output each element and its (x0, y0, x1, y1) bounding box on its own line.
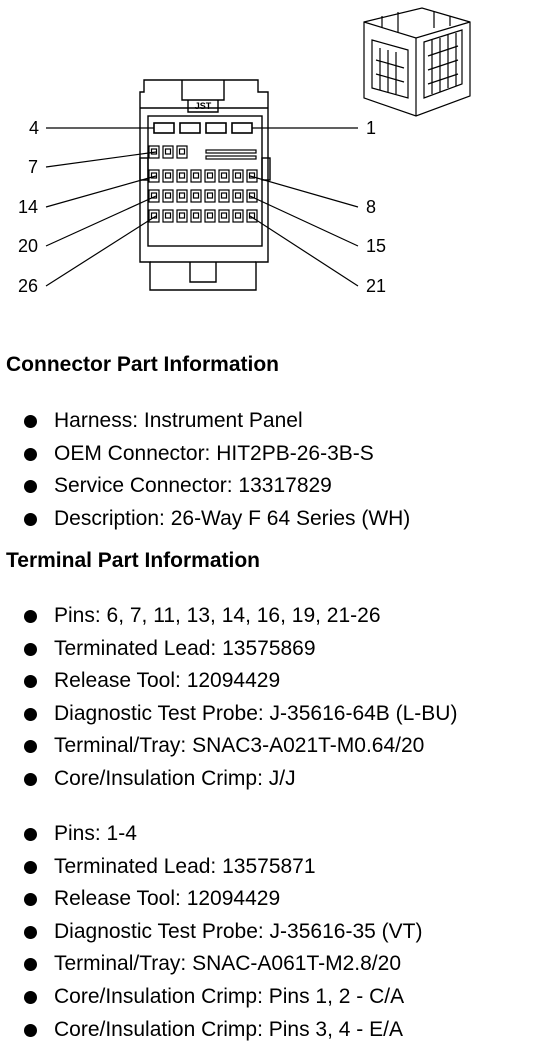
connector-id-text: JST (195, 101, 212, 111)
terminal-contact (150, 212, 158, 219)
terminal-cavity (232, 189, 244, 203)
terminal-contact (164, 192, 172, 199)
list-item: OEM Connector: HIT2PB-26-3B-S (0, 438, 410, 471)
terminal-contact (206, 192, 214, 199)
pin-label-26: 26 (18, 276, 38, 296)
terminal-cavity (176, 145, 188, 159)
terminal-cavity (218, 169, 230, 183)
terminal-contact (164, 148, 172, 155)
list-item: Terminated Lead: 13575869 (0, 633, 457, 666)
list-item: Diagnostic Test Probe: J-35616-35 (VT) (0, 916, 422, 949)
pin-label-7: 7 (28, 157, 38, 177)
terminal-cavity (218, 189, 230, 203)
terminal-cavity (232, 209, 244, 223)
pin-label-1: 1 (366, 118, 376, 138)
terminal-contact (178, 148, 186, 155)
list-item: Core/Insulation Crimp: J/J (0, 763, 457, 796)
cavity-pin-4 (153, 122, 175, 134)
terminal-info-list-2: Pins: 1-4 Terminated Lead: 13575871 Rele… (0, 818, 422, 1046)
connector-info-list: Harness: Instrument Panel OEM Connector:… (0, 405, 410, 535)
terminal-contact (234, 192, 242, 199)
terminal-cavity (190, 189, 202, 203)
pin-label-21: 21 (366, 276, 386, 296)
cavity-pin-3 (179, 122, 201, 134)
terminal-cavity (148, 209, 160, 223)
terminal-info-list-1: Pins: 6, 7, 11, 13, 14, 16, 19, 21-26 Te… (0, 600, 457, 796)
terminal-contact (234, 212, 242, 219)
terminal-contact (164, 172, 172, 179)
terminal-contact (164, 212, 172, 219)
terminal-cavity (162, 169, 174, 183)
terminal-cavity (218, 209, 230, 223)
terminal-cavity (176, 209, 188, 223)
cavity-pin-1 (231, 122, 253, 134)
terminal-section-title: Terminal Part Information (6, 549, 260, 572)
pin-label-8: 8 (366, 197, 376, 217)
cavity-pin-2 (205, 122, 227, 134)
list-item: Terminal/Tray: SNAC-A061T-M2.8/20 (0, 948, 422, 981)
terminal-cavity (162, 189, 174, 203)
cavity-slot (205, 155, 257, 160)
terminal-contact (150, 172, 158, 179)
list-item: Terminal/Tray: SNAC3-A021T-M0.64/20 (0, 730, 457, 763)
terminal-contact (248, 192, 256, 199)
terminal-contact (192, 212, 200, 219)
list-item: Core/Insulation Crimp: Pins 1, 2 - C/A (0, 981, 422, 1014)
list-item: Release Tool: 12094429 (0, 665, 457, 698)
terminal-contact (192, 172, 200, 179)
pin-label-14: 14 (18, 197, 38, 217)
terminal-contact (248, 172, 256, 179)
cavity-slot (205, 149, 257, 154)
terminal-cavity (148, 145, 160, 159)
terminal-cavity (190, 169, 202, 183)
terminal-contact (178, 192, 186, 199)
terminal-cavity (162, 209, 174, 223)
terminal-cavity (176, 169, 188, 183)
terminal-cavity (176, 189, 188, 203)
terminal-contact (220, 172, 228, 179)
terminal-contact (206, 212, 214, 219)
pin-label-20: 20 (18, 236, 38, 256)
connector-face-diagram: JST 4 7 14 20 26 1 8 15 21 (18, 7, 471, 296)
terminal-cavity (246, 169, 258, 183)
terminal-contact (192, 192, 200, 199)
terminal-cavity (148, 189, 160, 203)
pin-label-4: 4 (29, 118, 39, 138)
list-item: Service Connector: 13317829 (0, 470, 410, 503)
terminal-contact (150, 148, 158, 155)
list-item: Description: 26-Way F 64 Series (WH) (0, 503, 410, 536)
terminal-contact (234, 172, 242, 179)
pin-label-15: 15 (366, 236, 386, 256)
terminal-contact (178, 172, 186, 179)
terminal-contact (220, 192, 228, 199)
terminal-cavity (232, 169, 244, 183)
list-item: Pins: 6, 7, 11, 13, 14, 16, 19, 21-26 (0, 600, 457, 633)
terminal-contact (206, 172, 214, 179)
list-item: Release Tool: 12094429 (0, 883, 422, 916)
terminal-cavity (148, 169, 160, 183)
connector-thumbnail (363, 7, 471, 117)
terminal-contact (150, 192, 158, 199)
list-item: Core/Insulation Crimp: Pins 3, 4 - E/A (0, 1014, 422, 1047)
list-item: Pins: 1-4 (0, 818, 422, 851)
terminal-cavity (162, 145, 174, 159)
connector-section-title: Connector Part Information (6, 353, 280, 376)
terminal-cavity (204, 169, 216, 183)
terminal-cavity (246, 209, 258, 223)
list-item: Harness: Instrument Panel (0, 405, 410, 438)
terminal-contact (220, 212, 228, 219)
terminal-cavity (190, 209, 202, 223)
terminal-cavity (204, 189, 216, 203)
list-item: Diagnostic Test Probe: J-35616-64B (L-BU… (0, 698, 457, 731)
terminal-cavity (204, 209, 216, 223)
terminal-contact (178, 212, 186, 219)
list-item: Terminated Lead: 13575871 (0, 851, 422, 884)
terminal-cavity (246, 189, 258, 203)
